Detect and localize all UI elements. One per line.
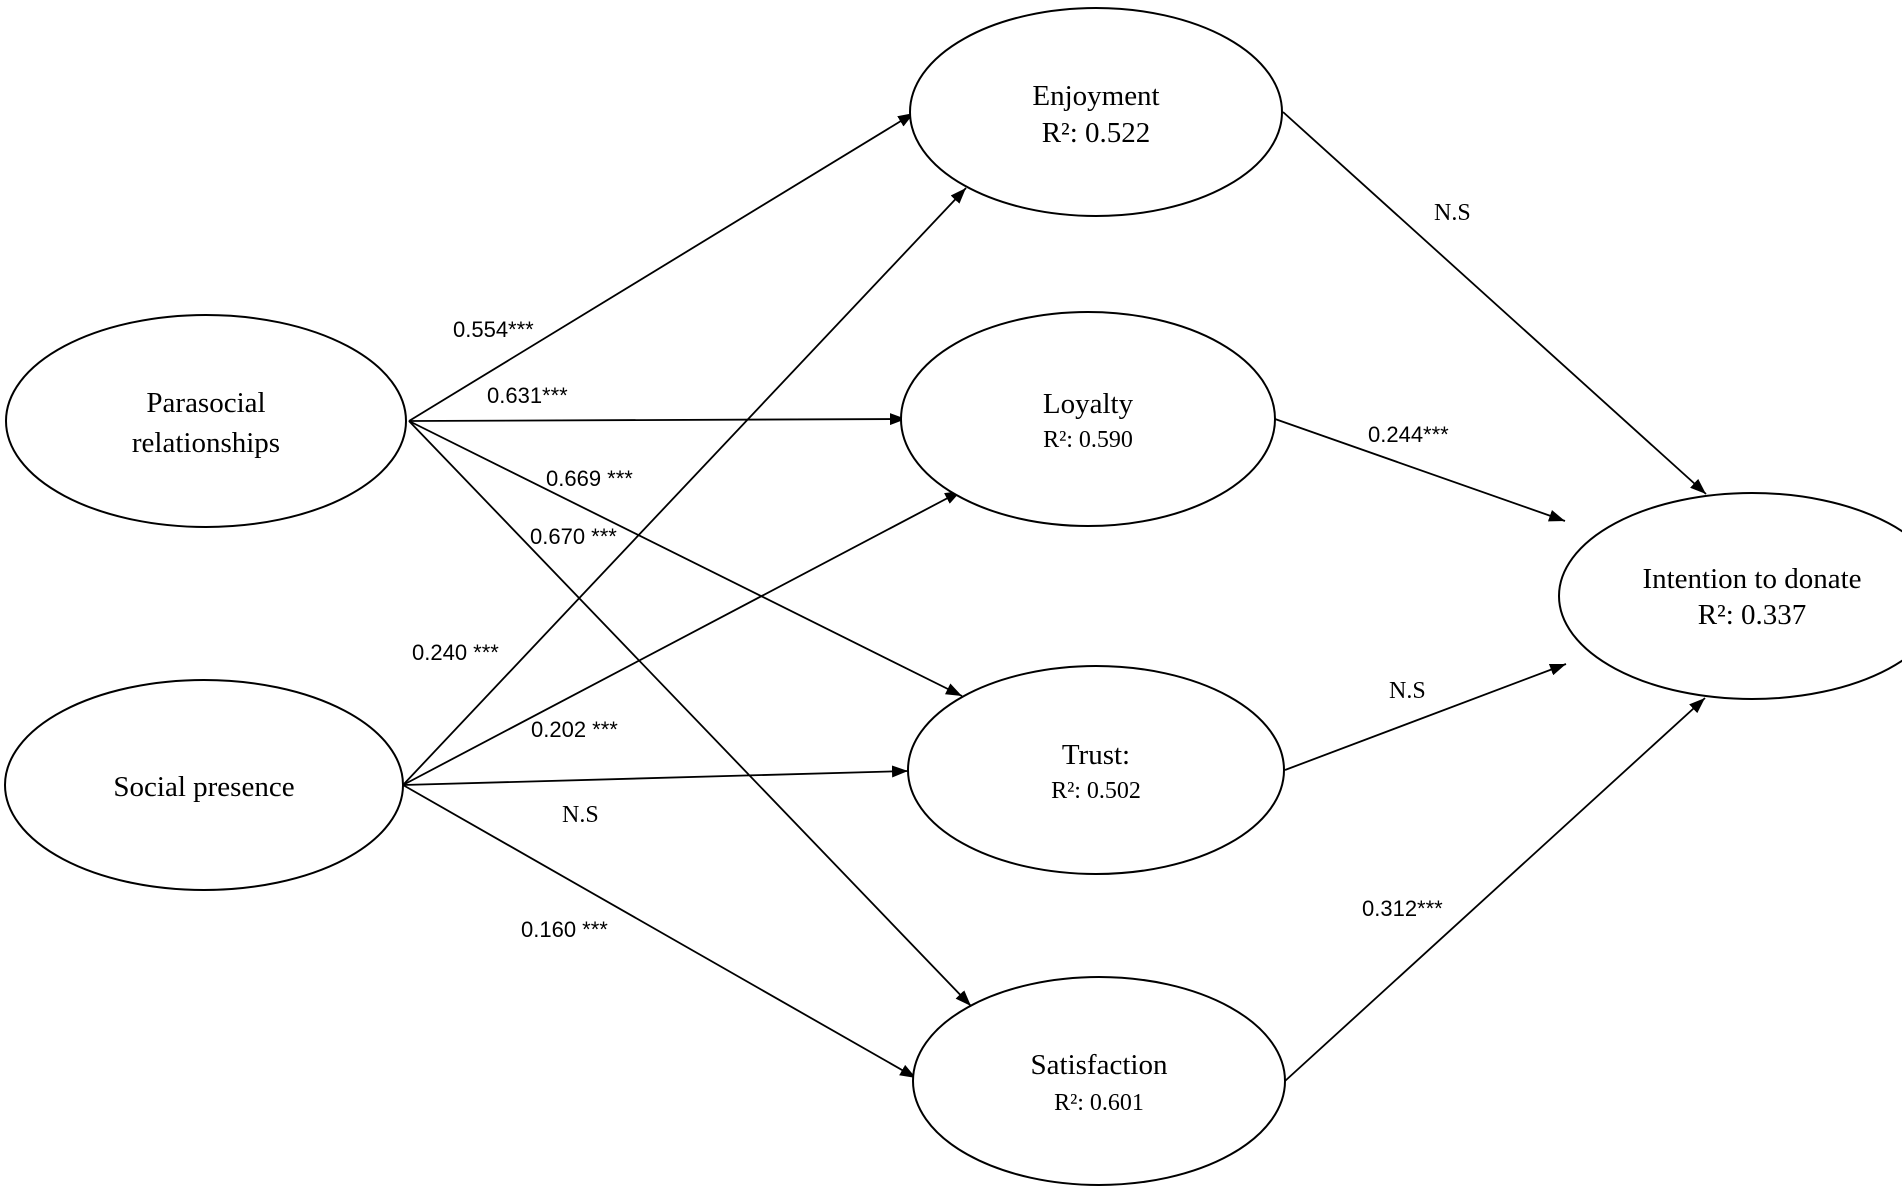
label-loyalty-intention: 0.244*** xyxy=(1368,422,1449,447)
edge-trust-intention xyxy=(1284,663,1567,771)
edge-parasocial-loyalty xyxy=(408,413,907,426)
label-social-satisfaction: 0.160 *** xyxy=(521,917,608,942)
node-parasocial-label-line2: relationships xyxy=(132,427,280,459)
edge-social-enjoyment xyxy=(402,187,967,786)
node-enjoyment-r2: R²: 0.522 xyxy=(1042,117,1151,149)
label-parasocial-loyalty: 0.631*** xyxy=(487,383,568,408)
node-loyalty-r2: R²: 0.590 xyxy=(1043,427,1133,453)
node-enjoyment: Enjoyment R²: 0.522 xyxy=(909,7,1283,217)
node-parasocial-label-line1: Parasocial xyxy=(146,387,265,419)
node-social-presence-ellipse xyxy=(4,679,404,891)
label-parasocial-enjoyment: 0.554*** xyxy=(453,317,534,342)
node-intention-r2: R²: 0.337 xyxy=(1698,599,1807,631)
edge-parasocial-trust xyxy=(408,420,963,697)
node-trust-label: Trust: xyxy=(1062,739,1130,771)
label-trust-intention: N.S xyxy=(1389,678,1426,704)
edge-enjoyment-intention xyxy=(1282,111,1707,495)
label-parasocial-trust: 0.669 *** xyxy=(546,466,633,491)
edge-labels: 0.554*** 0.631*** 0.669 *** 0.670 *** 0.… xyxy=(412,200,1471,942)
edge-parasocial-enjoyment xyxy=(408,112,915,422)
node-parasocial-ellipse xyxy=(5,314,407,528)
node-loyalty: Loyalty R²: 0.590 xyxy=(900,311,1276,527)
node-trust-ellipse xyxy=(907,665,1285,875)
edge-parasocial-satisfaction xyxy=(408,420,972,1007)
edge-loyalty-intention xyxy=(1274,418,1566,522)
label-social-trust: N.S xyxy=(562,802,599,828)
node-enjoyment-ellipse xyxy=(909,7,1283,217)
node-parasocial-relationships: Parasocial relationships xyxy=(5,314,407,528)
node-intention-ellipse xyxy=(1558,492,1902,700)
node-trust-r2: R²: 0.502 xyxy=(1051,778,1141,804)
label-enjoyment-intention: N.S xyxy=(1434,200,1471,226)
node-trust: Trust: R²: 0.502 xyxy=(907,665,1285,875)
node-satisfaction: Satisfaction R²: 0.601 xyxy=(912,976,1286,1186)
node-social-presence: Social presence xyxy=(4,679,404,891)
node-intention-label: Intention to donate xyxy=(1642,563,1861,595)
edges xyxy=(402,111,1707,1082)
node-enjoyment-label: Enjoyment xyxy=(1032,80,1159,112)
edge-social-satisfaction xyxy=(402,784,917,1079)
label-parasocial-satisfaction: 0.670 *** xyxy=(530,524,617,549)
edge-social-trust xyxy=(402,765,909,786)
node-satisfaction-ellipse xyxy=(912,976,1286,1186)
node-loyalty-label: Loyalty xyxy=(1043,388,1134,420)
edge-satisfaction-intention xyxy=(1284,697,1706,1082)
node-loyalty-ellipse xyxy=(900,311,1276,527)
edge-social-loyalty xyxy=(402,490,962,786)
node-satisfaction-r2: R²: 0.601 xyxy=(1054,1090,1144,1116)
label-social-loyalty: 0.202 *** xyxy=(531,717,618,742)
label-satisfaction-intention: 0.312*** xyxy=(1362,896,1443,921)
node-intention-to-donate: Intention to donate R²: 0.337 xyxy=(1558,492,1902,700)
node-social-presence-label: Social presence xyxy=(113,771,294,803)
node-satisfaction-label: Satisfaction xyxy=(1031,1049,1168,1081)
label-social-enjoyment: 0.240 *** xyxy=(412,640,499,665)
